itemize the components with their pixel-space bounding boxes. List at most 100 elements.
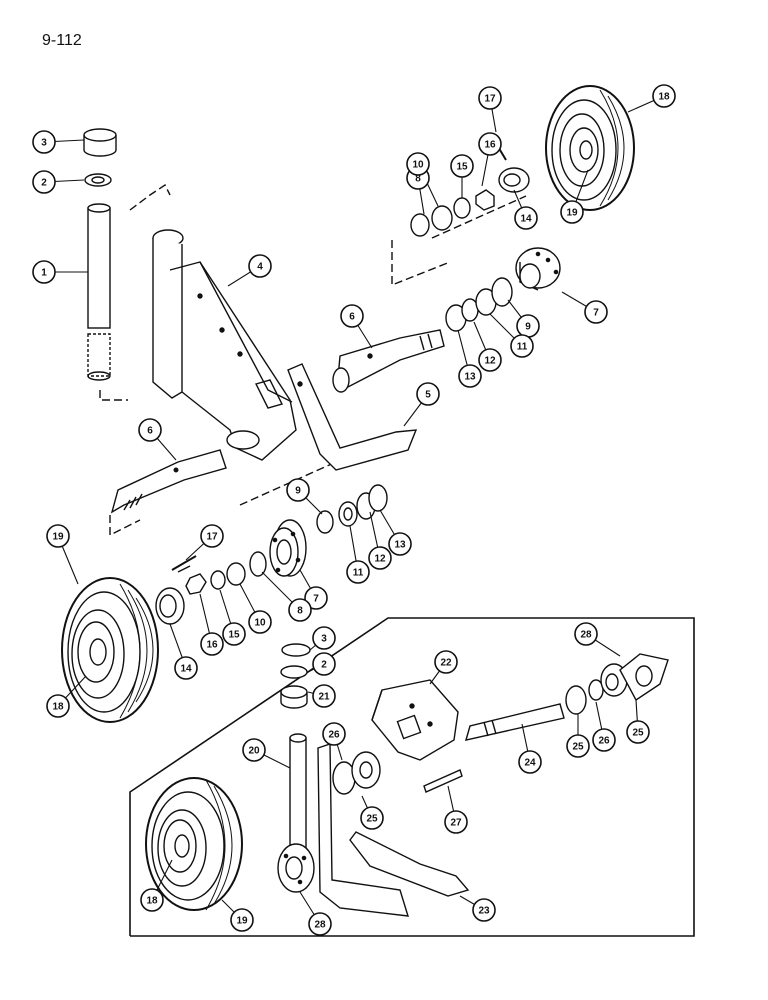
washer-part (210, 570, 226, 590)
callout-22: 22 (434, 650, 458, 674)
washer-part (453, 197, 471, 219)
cotter-pin-part (171, 555, 197, 573)
callout-25: 25 (566, 734, 590, 758)
alternate-assembly-frame (129, 617, 695, 937)
seal-part (410, 213, 430, 237)
callout-number: 14 (520, 214, 532, 225)
callout-circle (200, 632, 224, 656)
callout-19: 19 (560, 200, 584, 224)
callout-6: 6 (340, 304, 364, 328)
callout-27: 27 (444, 810, 468, 834)
callout-number: 7 (313, 594, 319, 605)
callout-15: 15 (222, 622, 246, 646)
callout-23: 23 (472, 898, 496, 922)
callout-circle (566, 734, 590, 758)
caster-frame-part (152, 229, 297, 461)
wheel-tire-part (545, 85, 635, 211)
callout-19: 19 (46, 524, 70, 548)
callout-28: 28 (308, 912, 332, 936)
wheel-hub-part (515, 247, 561, 291)
callout-17: 17 (200, 524, 224, 548)
callout-circle (248, 610, 272, 634)
callout-number: 16 (484, 140, 496, 151)
callout-circle (514, 206, 538, 230)
callout-circle (312, 684, 336, 708)
callout-number: 8 (415, 174, 421, 185)
callout-circle (434, 650, 458, 674)
callout-circle (584, 300, 608, 324)
callout-circle (304, 586, 328, 610)
callout-circle (242, 738, 266, 762)
hub-cap-part (155, 587, 185, 625)
callout-number: 22 (440, 658, 452, 669)
callout-number: 3 (321, 634, 327, 645)
callout-circle (450, 154, 474, 178)
callout-circle (360, 806, 384, 830)
callout-circle (32, 170, 56, 194)
callout-number: 28 (314, 920, 326, 931)
bearing-cone-part (445, 277, 513, 332)
wheel-hub-part (277, 843, 315, 893)
callout-number: 28 (580, 630, 592, 641)
callout-2: 2 (312, 652, 336, 676)
callout-circle (286, 478, 310, 502)
axle-spindle-part (332, 329, 445, 393)
callout-number: 25 (572, 742, 584, 753)
callout-21: 21 (312, 684, 336, 708)
washer-part (84, 173, 112, 187)
axle-spindle-part (110, 449, 227, 514)
page-number: 9-112 (42, 32, 82, 49)
callout-number: 12 (374, 554, 386, 565)
callout-number: 19 (52, 532, 64, 543)
callout-circle (346, 560, 370, 584)
callout-25: 25 (360, 806, 384, 830)
callout-16: 16 (200, 632, 224, 656)
callout-number: 19 (236, 916, 248, 927)
callout-10: 10 (406, 152, 430, 176)
callout-number: 20 (248, 746, 260, 757)
callout-25: 25 (626, 720, 650, 744)
callout-number: 1 (41, 268, 47, 279)
callout-20: 20 (242, 738, 266, 762)
callout-number: 6 (349, 312, 355, 323)
callout-17: 17 (478, 86, 502, 110)
callout-18: 18 (652, 84, 676, 108)
callout-circle (518, 750, 542, 774)
callout-number: 2 (41, 178, 47, 189)
callout-circle (478, 348, 502, 372)
callout-number: 10 (254, 618, 266, 629)
callout-circle (510, 334, 534, 358)
callout-circle (138, 418, 162, 442)
callout-16: 16 (478, 132, 502, 156)
callout-number: 6 (147, 426, 153, 437)
callout-circle (458, 364, 482, 388)
callout-7: 7 (584, 300, 608, 324)
hub-cap-part (498, 167, 530, 193)
callout-circle (626, 720, 650, 744)
callout-24: 24 (518, 750, 542, 774)
wheel-leg-bracket-part (287, 363, 418, 471)
callout-18: 18 (46, 694, 70, 718)
washer-part (280, 665, 308, 679)
callout-number: 2 (321, 660, 327, 671)
callout-circle (574, 622, 598, 646)
wheel-hub-part (619, 653, 669, 702)
seal-part (249, 551, 267, 577)
callout-circle (312, 626, 336, 650)
callout-number: 17 (484, 94, 496, 105)
bearing-cone-part (316, 484, 388, 534)
callout-circle (340, 304, 364, 328)
callout-circle (46, 524, 70, 548)
wheel-tire-part (145, 777, 243, 911)
callout-number: 3 (41, 138, 47, 149)
wheel-tire-part (61, 577, 159, 723)
bearing-cone-part (226, 562, 246, 586)
callout-circle (140, 888, 164, 912)
callout-circle (46, 694, 70, 718)
callout-number: 24 (524, 758, 536, 769)
callout-8: 8 (288, 598, 312, 622)
callout-number: 14 (180, 664, 192, 675)
callout-circle (312, 652, 336, 676)
